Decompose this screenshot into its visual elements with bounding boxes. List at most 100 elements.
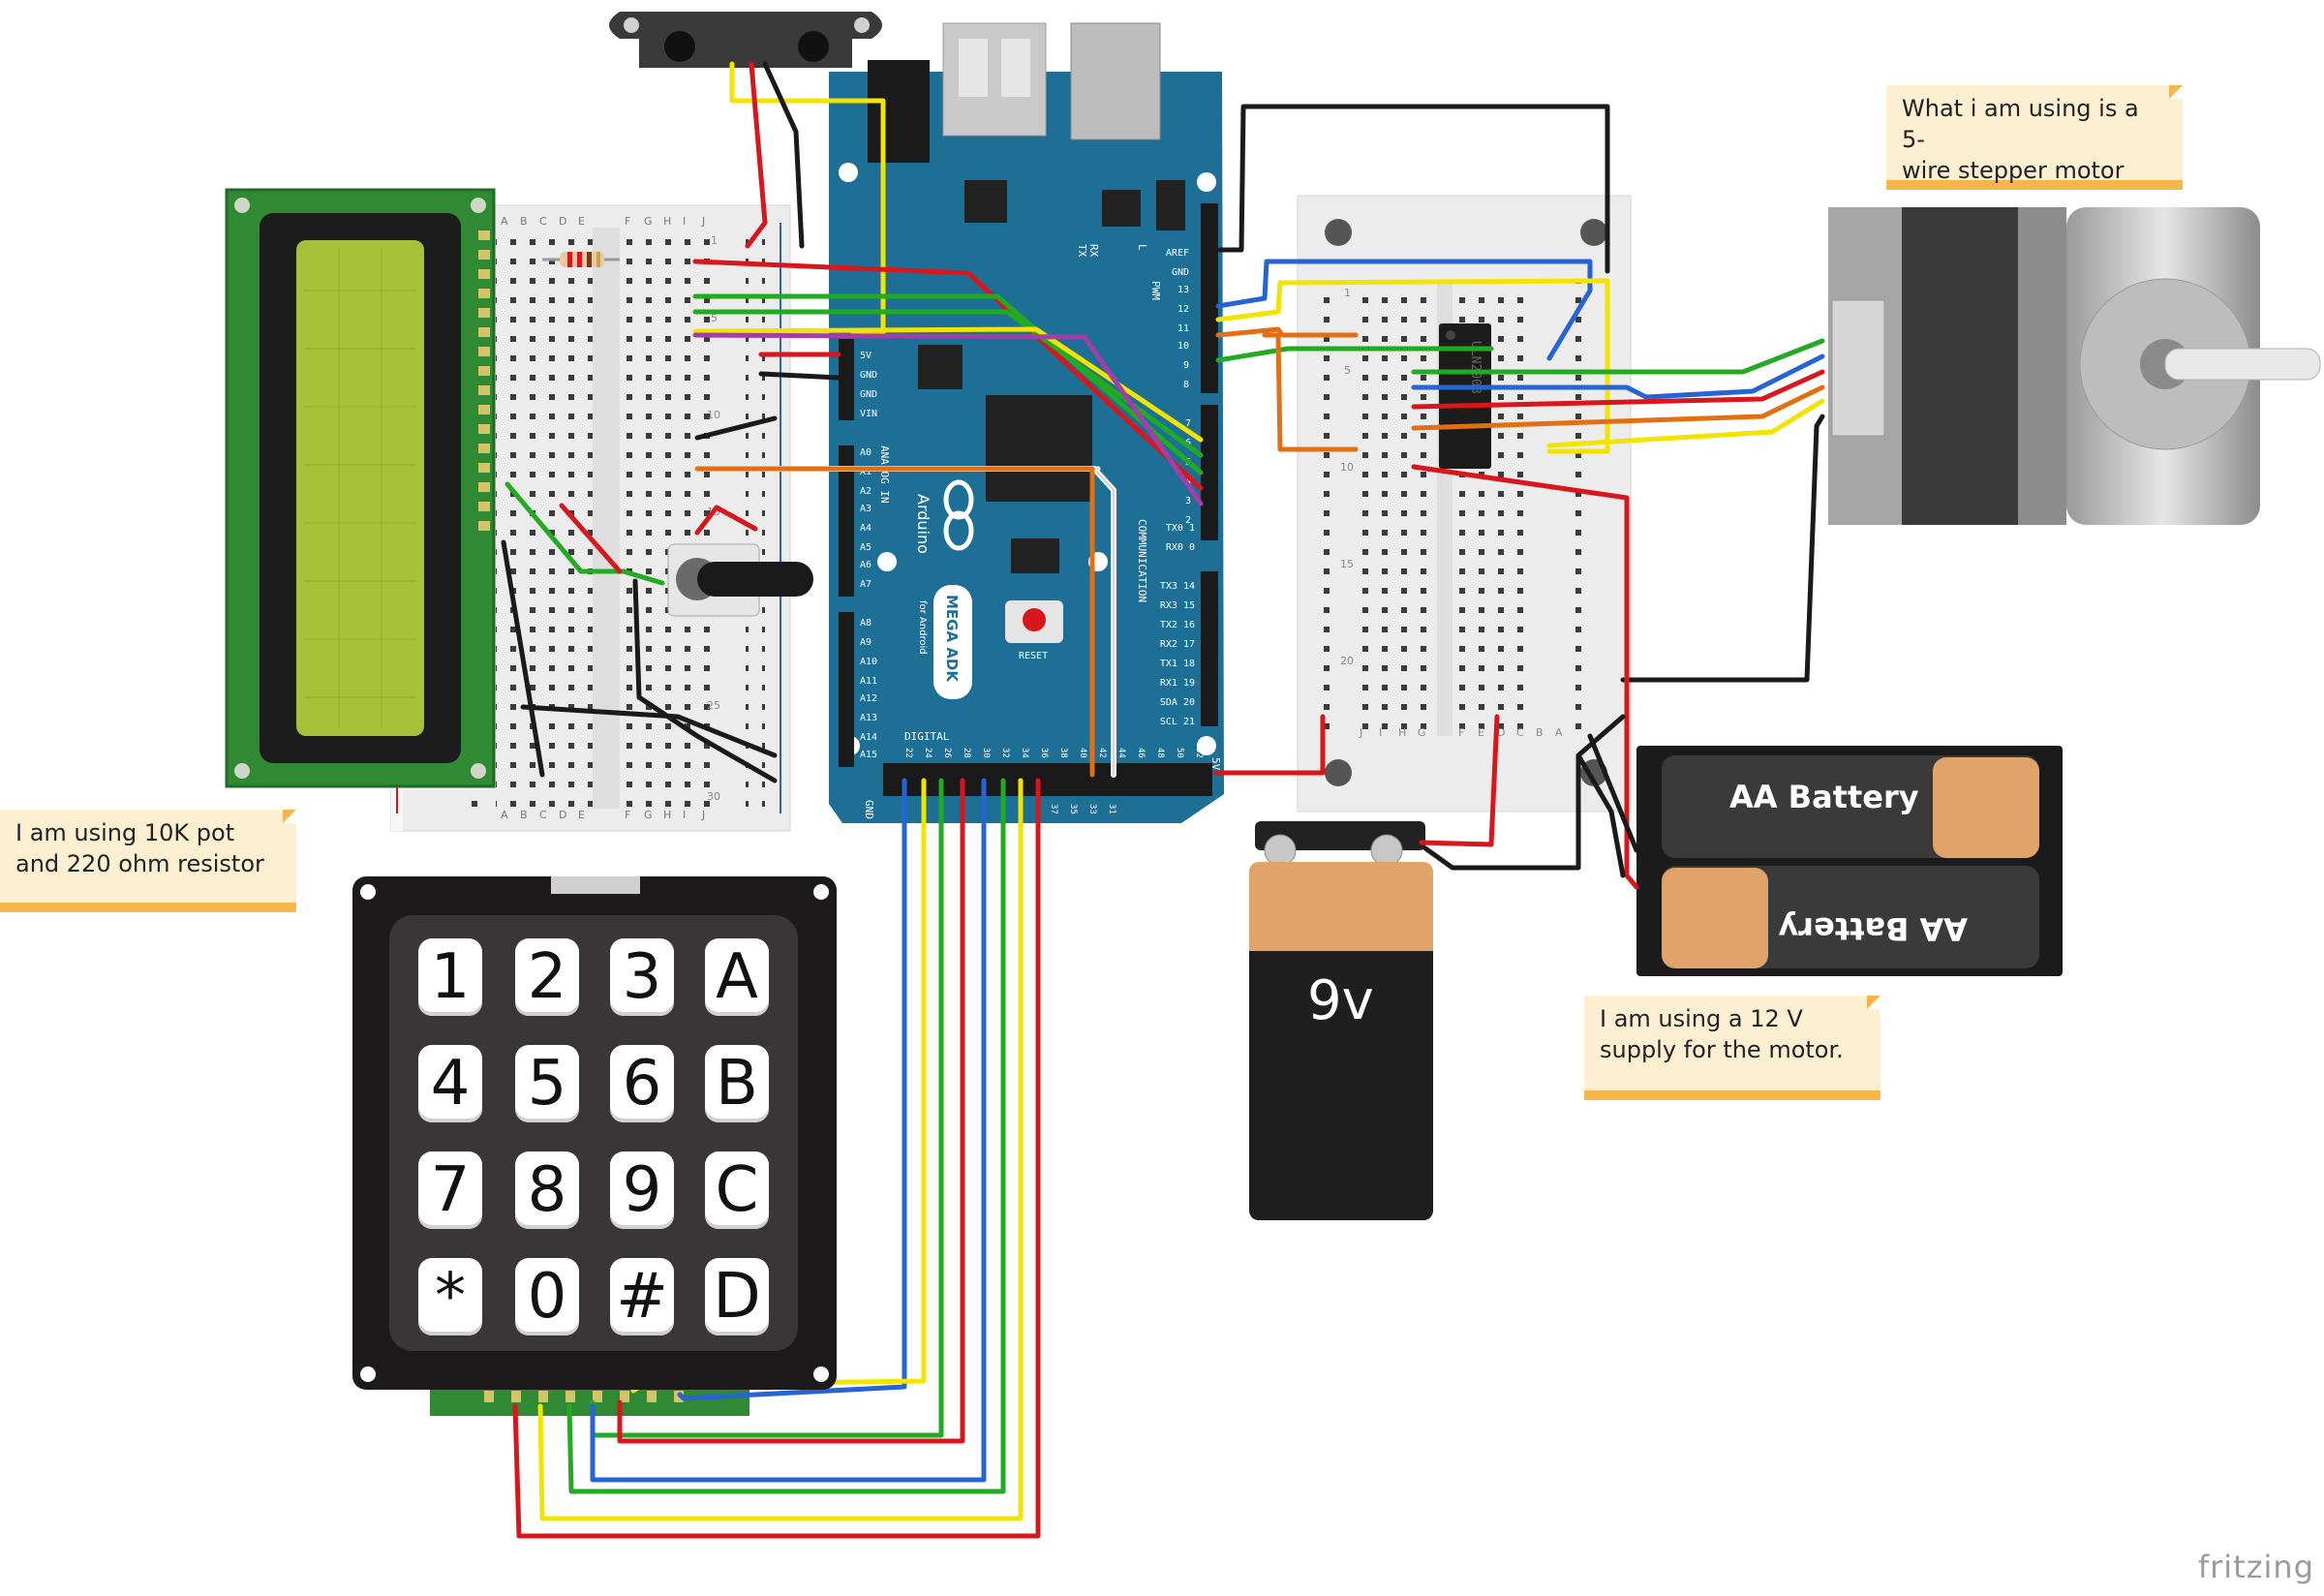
keypad-face: 1 2 3 A 4 5 6 B 7 8 9 C * 0 # D — [389, 915, 798, 1351]
left-board-letters: A B C D E F G H I J A B C D E F G H I J — [501, 215, 705, 821]
key-5[interactable]: 5 — [515, 1045, 579, 1122]
note-lcd-line-2: and 220 ohm resistor — [15, 850, 264, 877]
key-1[interactable]: 1 — [418, 938, 482, 1016]
ir-distance-sensor — [609, 12, 882, 68]
key-8[interactable]: 8 — [515, 1151, 579, 1229]
right-board-letters: J I H G F E D C B A — [1359, 726, 1563, 739]
bb-right-letter-h: H — [1398, 726, 1406, 739]
keypad-mount-hole — [360, 1366, 376, 1382]
bb-right-letter-e: E — [1478, 726, 1484, 739]
pin-35: 35 — [1068, 804, 1078, 814]
key-3[interactable]: 3 — [610, 938, 674, 1016]
pin-32: 32 — [1000, 748, 1010, 758]
pin-40: 40 — [1078, 748, 1087, 758]
bb-left-letter-d-bottom: D — [559, 809, 566, 821]
bb-left-letter-e: E — [578, 215, 585, 228]
note-lcd-line-1: I am using 10K pot — [15, 819, 235, 846]
key-a[interactable]: A — [705, 938, 769, 1016]
pin-26: 26 — [942, 748, 952, 758]
pin-gnd-top: GND — [1172, 267, 1189, 278]
bb-left-letter-f: F — [625, 215, 630, 228]
key-7[interactable]: 7 — [418, 1151, 482, 1229]
pin-7: 7 — [1185, 418, 1191, 429]
pin-50: 50 — [1175, 748, 1184, 758]
pin-scl: SCL 21 — [1160, 717, 1195, 727]
reset-label: RESET — [1019, 651, 1048, 661]
arduino-board: RESET Arduino MEGA ADK for Android COMMU… — [829, 22, 1224, 823]
bb-right-letter-j: J — [1359, 726, 1362, 739]
key-c[interactable]: C — [705, 1151, 769, 1229]
bb-left-letter-h: H — [663, 215, 671, 228]
pin-sda: SDA 20 — [1160, 697, 1195, 708]
pin-22: 22 — [903, 748, 913, 758]
pin-a9: A9 — [860, 637, 872, 648]
resistor-220-ohm — [542, 252, 620, 267]
pin-36: 36 — [1039, 748, 1049, 758]
pin-vin: VIN — [860, 409, 877, 419]
key-6[interactable]: 6 — [610, 1045, 674, 1122]
gnd-bottom-label: GND — [863, 800, 875, 819]
bb-left-row-10: 10 — [707, 409, 720, 421]
communication-label: COMMUNICATION — [1136, 519, 1148, 602]
note-motor-line-1: What i am using is a 5- — [1902, 95, 2139, 153]
analog-in-label: ANALOG IN — [878, 445, 891, 504]
pin-a10: A10 — [860, 657, 877, 667]
digital-label: DIGITAL — [904, 730, 950, 743]
key-9[interactable]: 9 — [610, 1151, 674, 1229]
bb-right-row-20: 20 — [1340, 655, 1354, 667]
bb-right-row-5: 5 — [1344, 364, 1351, 377]
reset-button: RESET — [1005, 600, 1063, 661]
board-model: MEGA ADK for Android — [917, 585, 972, 699]
key-d[interactable]: D — [705, 1258, 769, 1335]
pin-a14: A14 — [860, 732, 877, 743]
key-4[interactable]: 4 — [418, 1045, 482, 1122]
pin-a8: A8 — [860, 618, 872, 629]
pin-37: 37 — [1049, 804, 1058, 814]
tx-label: TX — [1076, 244, 1088, 258]
bb-left-letter-g-bottom: G — [644, 809, 653, 821]
pwm-label: PWM — [1149, 281, 1162, 300]
pin-3: 3 — [1185, 496, 1191, 506]
pin-11: 11 — [1177, 323, 1189, 334]
bb-right-letter-c: C — [1516, 726, 1524, 739]
pin-tx0: TX0 1 — [1166, 523, 1195, 534]
pin-a6: A6 — [860, 560, 872, 570]
bb-left-letter-b: B — [520, 215, 528, 228]
comm-header-labels: TX0 1 RX0 0 TX3 14 RX3 15 TX2 16 RX2 17 … — [1160, 523, 1195, 727]
keypad-mount-hole — [813, 884, 829, 900]
note-fold — [283, 810, 296, 823]
bb-left-letter-j: J — [701, 215, 705, 228]
key-0[interactable]: 0 — [515, 1258, 579, 1335]
bb-left-row-25: 25 — [707, 699, 720, 712]
fritzing-watermark: fritzing — [2197, 1549, 2314, 1585]
pin-5v: 5V — [860, 351, 872, 361]
arduino-logo-text: Arduino — [914, 494, 933, 554]
pin-a11: A11 — [860, 676, 877, 687]
bb-right-row-1: 1 — [1344, 287, 1351, 299]
pin-8: 8 — [1183, 380, 1189, 390]
bb-left-letter-d: D — [559, 215, 566, 228]
bb-left-letter-i-bottom: I — [683, 809, 686, 821]
pin-a7: A7 — [860, 579, 872, 590]
key-star[interactable]: * — [418, 1258, 482, 1335]
pin-tx1: TX1 18 — [1160, 659, 1195, 669]
pin-a2: A2 — [860, 486, 872, 497]
key-2[interactable]: 2 — [515, 938, 579, 1016]
pin-12: 12 — [1177, 304, 1189, 315]
key-hash[interactable]: # — [610, 1258, 674, 1335]
bb-right-letter-g: G — [1418, 726, 1426, 739]
pin-42: 42 — [1097, 748, 1107, 758]
rx-label: RX — [1087, 244, 1100, 258]
keypad-top-tab — [551, 876, 640, 894]
pin-a1: A1 — [860, 467, 872, 477]
bb-left-letter-a-bottom: A — [501, 809, 508, 821]
pin-rx2: RX2 17 — [1160, 639, 1195, 650]
note-fold — [1867, 996, 1881, 1009]
pin-10: 10 — [1177, 341, 1189, 352]
bb-left-letter-i: I — [683, 215, 686, 228]
lcd-display — [225, 188, 496, 788]
pin-tx3: TX3 14 — [1160, 581, 1195, 592]
key-b[interactable]: B — [705, 1045, 769, 1122]
bb-left-letter-c: C — [539, 215, 547, 228]
battery-9v: 9v — [1249, 821, 1433, 1220]
